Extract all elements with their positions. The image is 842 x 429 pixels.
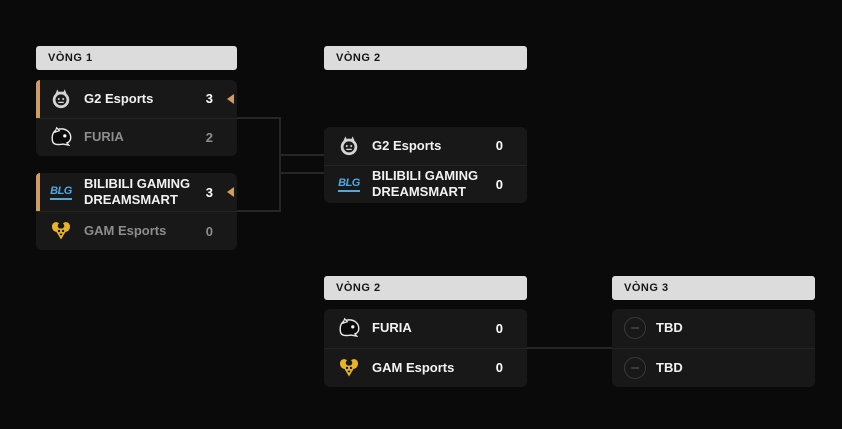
team-row-blg[interactable]: BLG BILIBILI GAMING DREAMSMART 0: [324, 164, 527, 204]
team-score: 2: [205, 129, 213, 145]
blg-logo: BLG: [48, 179, 74, 205]
connector-line: [527, 347, 612, 349]
connector-line: [279, 154, 324, 156]
team-name: TBD: [656, 320, 683, 336]
match-card-r1m2: BLG BILIBILI GAMING DREAMSMART 3 GAM Esp…: [36, 173, 237, 250]
team-row-gam[interactable]: GAM Esports 0: [36, 211, 237, 250]
team-row-furia[interactable]: FURIA 0: [324, 309, 527, 348]
g2-logo: [336, 133, 362, 159]
team-row-g2[interactable]: G2 Esports 3: [36, 80, 237, 118]
team-name: G2 Esports: [372, 137, 442, 153]
team-score: 3: [205, 184, 213, 200]
round-header-vong-3: VÒNG 3: [612, 276, 815, 300]
gam-logo: [48, 218, 74, 244]
team-name: GAM Esports: [84, 222, 167, 238]
team-score: 0: [495, 360, 503, 376]
connector-line: [237, 117, 280, 119]
g2-logo: [48, 86, 74, 112]
match-card-r1m1: G2 Esports 3 FURIA 2: [36, 80, 237, 156]
connector-line: [279, 172, 324, 174]
round-header-vong-2-upper: VÒNG 2: [324, 46, 527, 70]
team-score: 0: [495, 320, 503, 336]
team-name: GAM Esports: [372, 359, 455, 375]
winner-stripe: [36, 80, 40, 118]
tbd-placeholder-icon: [624, 317, 646, 340]
team-row-gam[interactable]: GAM Esports 0: [324, 347, 527, 388]
team-name: TBD: [656, 359, 683, 375]
team-name: BILIBILI GAMING DREAMSMART: [372, 168, 479, 200]
team-score: 3: [205, 91, 213, 107]
match-card-r2-lower: FURIA 0 GAM Esports 0: [324, 309, 527, 387]
winner-arrow-icon: [227, 93, 234, 104]
blg-logo: BLG: [336, 171, 362, 197]
team-name: FURIA: [84, 129, 124, 145]
team-name: BILIBILI GAMING DREAMSMART: [84, 175, 191, 207]
team-name: FURIA: [372, 320, 412, 336]
team-row-tbd-2[interactable]: TBD: [612, 347, 815, 388]
team-score: 0: [495, 138, 503, 154]
team-score: 0: [205, 223, 213, 239]
winner-stripe: [36, 173, 40, 211]
match-card-r3: TBD TBD: [612, 309, 815, 387]
team-row-tbd-1[interactable]: TBD: [612, 309, 815, 348]
team-row-furia[interactable]: FURIA 2: [36, 117, 237, 157]
team-score: 0: [495, 176, 503, 192]
round-header-vong-2-lower: VÒNG 2: [324, 276, 527, 300]
team-row-g2[interactable]: G2 Esports 0: [324, 127, 527, 165]
round-header-vong-1: VÒNG 1: [36, 46, 237, 70]
gam-logo: [336, 355, 362, 381]
connector-line: [279, 117, 281, 212]
furia-logo: [336, 315, 362, 341]
team-name: G2 Esports: [84, 90, 154, 106]
tbd-placeholder-icon: [624, 356, 646, 379]
connector-line: [237, 210, 280, 212]
winner-arrow-icon: [227, 187, 234, 197]
team-row-blg[interactable]: BLG BILIBILI GAMING DREAMSMART 3: [36, 173, 237, 211]
furia-logo: [48, 124, 74, 150]
match-card-r2-upper: G2 Esports 0 BLG BILIBILI GAMING DREAMSM…: [324, 127, 527, 203]
